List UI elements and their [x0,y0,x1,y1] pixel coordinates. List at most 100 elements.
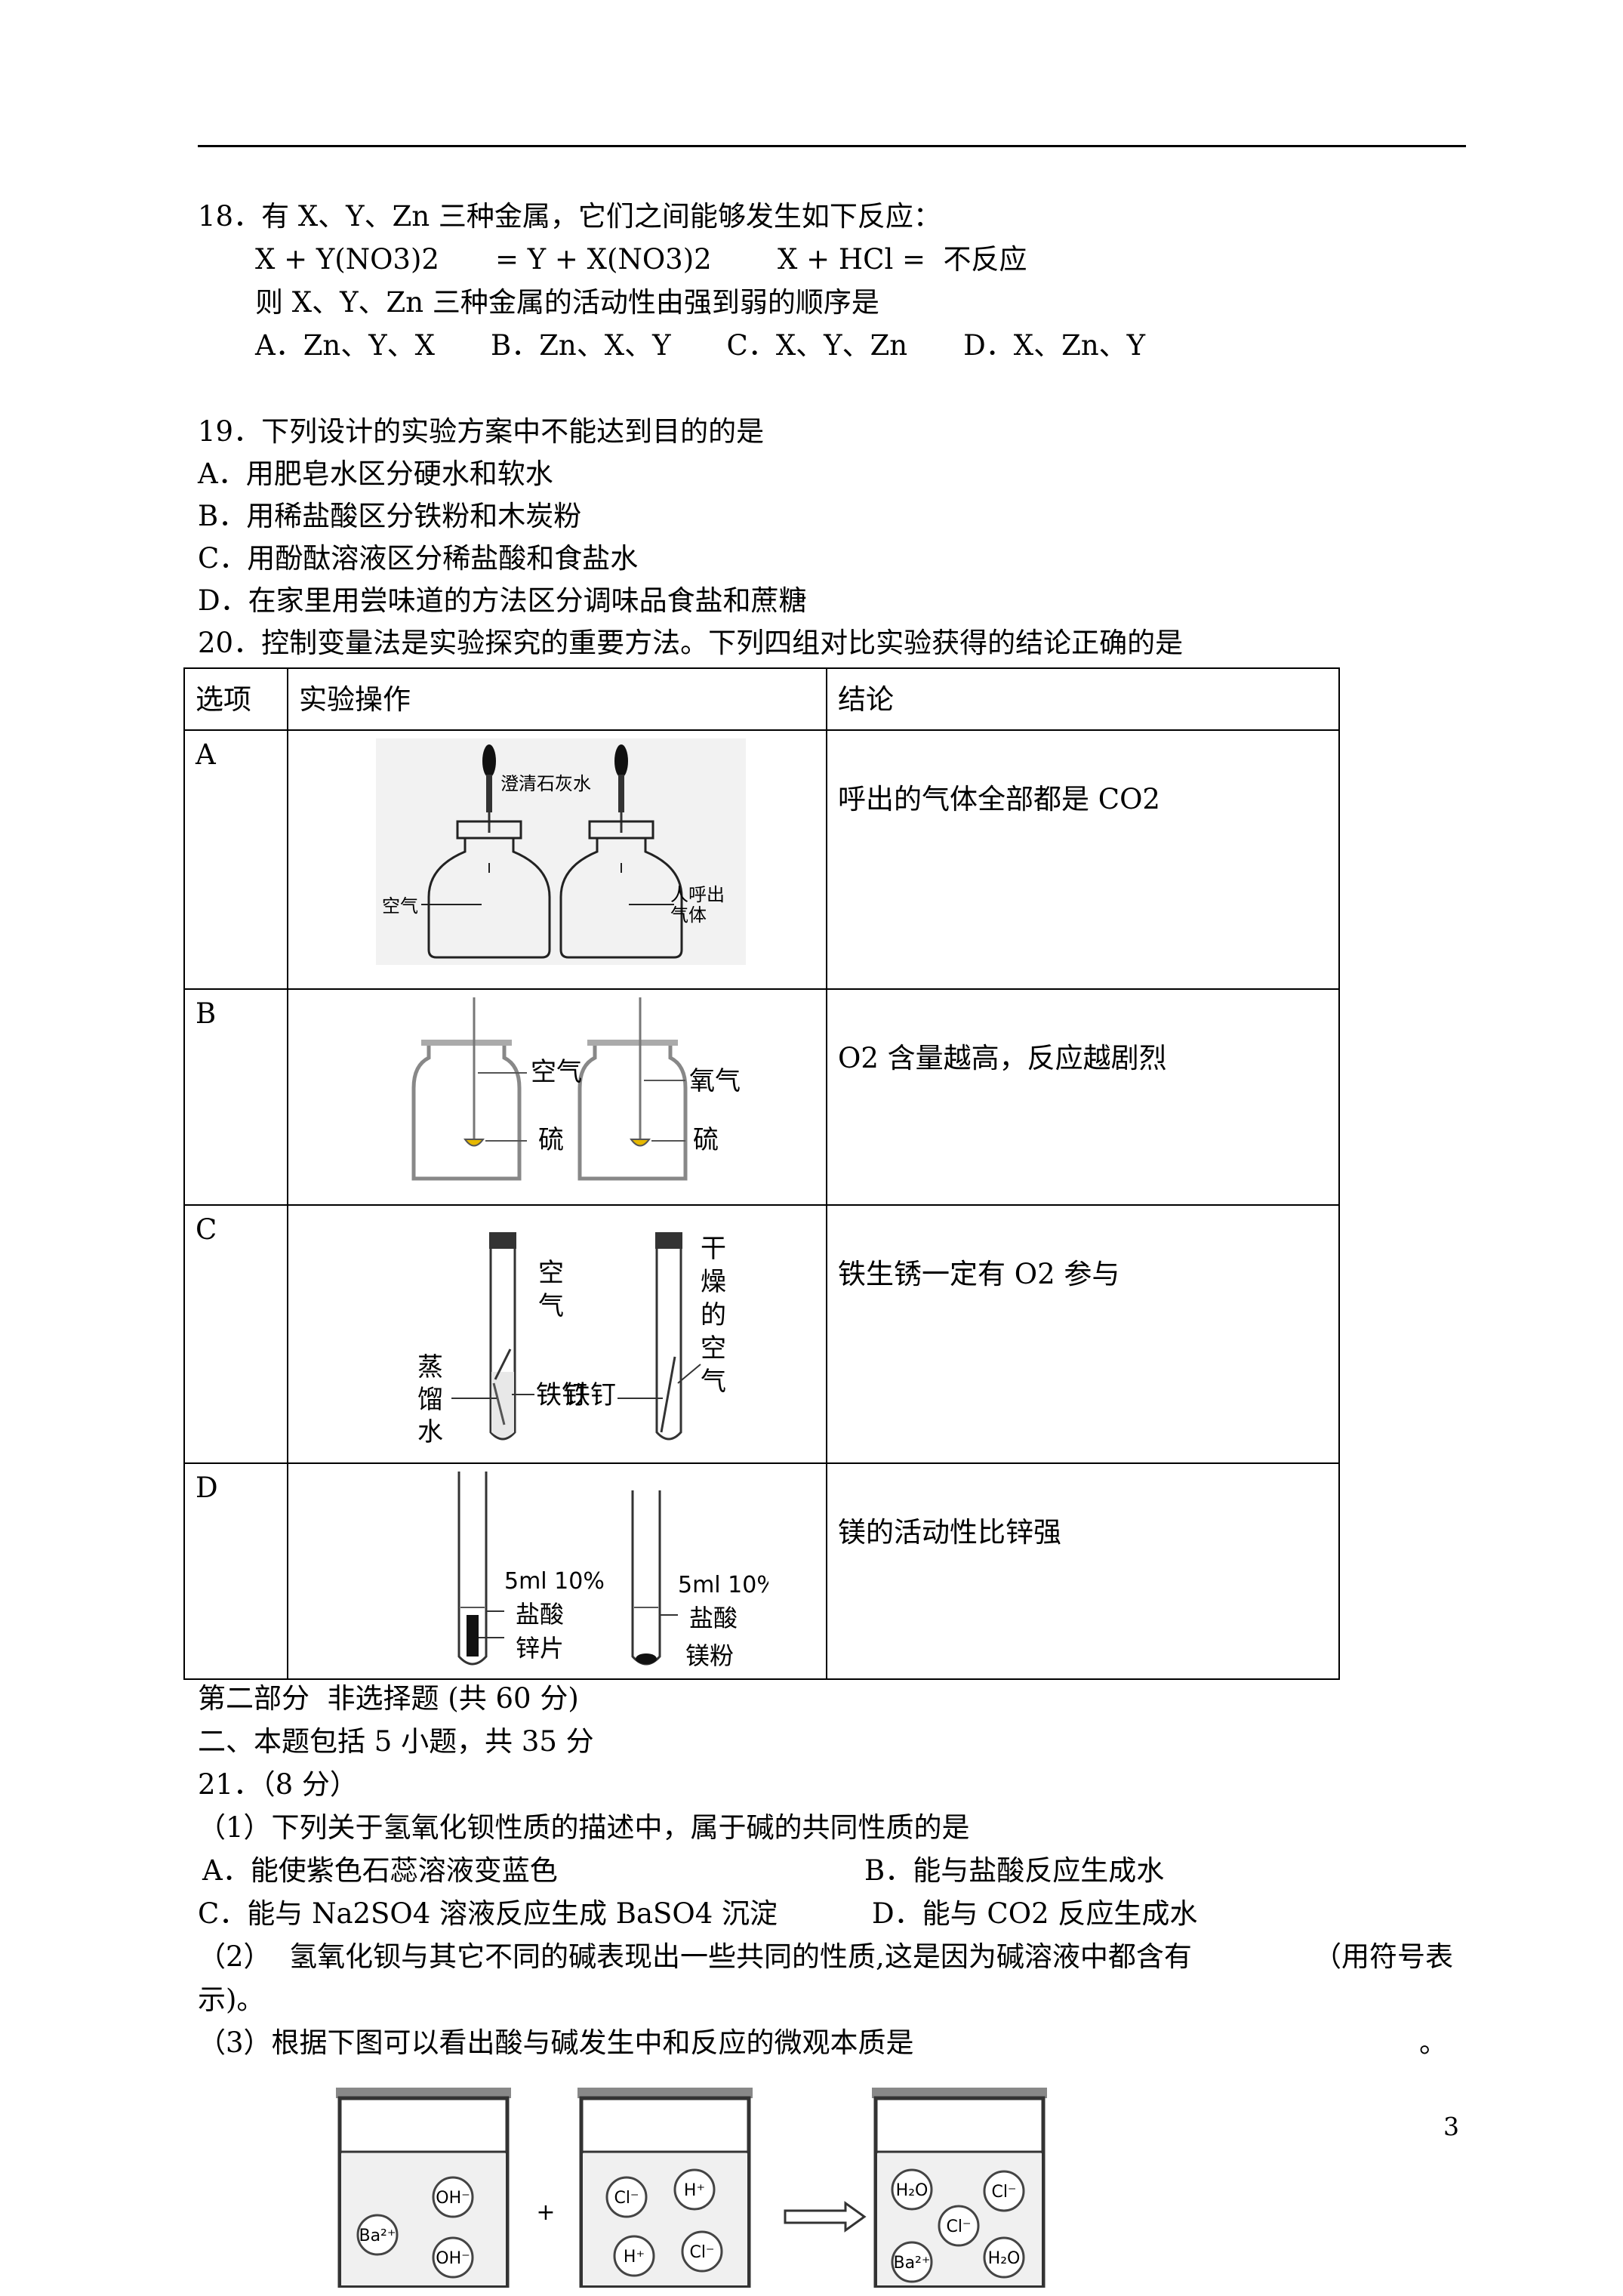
metal-acid-figure: 5ml 10% 盐酸 锌片 5ml 10% 盐酸 镁粉 [457,1472,768,1670]
label-dry-air: 干 燥 的 空 气 [701,1234,726,1397]
svg-text:馏: 馏 [417,1385,443,1415]
ion-oh-1: OH⁻ [436,2189,470,2208]
plus-sign: + [536,2199,555,2226]
table-header-row: 选项 实验操作 结论 [183,667,1340,731]
q21-p2-line1: （2） 氢氧化钡与其它不同的碱表现出一些共同的性质,这是因为碱溶液中都含有 [198,1940,1192,1973]
test-tube-right-icon [655,1232,682,1441]
header-operation: 实验操作 [299,683,411,716]
label-exhaled-1: 人呼出 [670,884,725,905]
beaker-product-icon: H₂O Cl⁻ Cl⁻ Ba²⁺ H₂O [872,2088,1047,2288]
q21-p3-end: 。 [1419,2026,1447,2059]
q21-p1-a: A．能使紫色石蕊溶液变蓝色 [202,1854,558,1887]
ion-oh-2: OH⁻ [436,2249,470,2268]
sulfur-combustion-figure: 空气 硫 氧气 硫 [411,997,741,1181]
bottle-left-icon [427,820,551,959]
part2-section: 二、本题包括 5 小题，共 35 分 [198,1725,594,1758]
label-acid-left: 盐酸 [516,1600,564,1629]
label-air-c-1: 空 [538,1258,564,1288]
header-option: 选项 [196,683,251,716]
molecule-h2o-2: H₂O [988,2249,1021,2268]
label-sulfur-right: 硫 [693,1125,719,1155]
label-air-c: 空 气 [538,1258,572,1321]
jar-left-icon [411,1040,522,1181]
q18-question: 则 X、Y、Zn 三种金属的活动性由强到弱的顺序是 [255,286,879,319]
svg-text:空: 空 [701,1333,726,1364]
label-acid-amount-left: 5ml 10% [504,1568,605,1595]
q18-reaction-1: X + Y(NO3)2 = Y + X(NO3)2 [255,243,712,276]
q21-p1-d: D．能与 CO2 反应生成水 [872,1897,1198,1930]
beaker-acid-icon: Cl⁻ H⁺ H⁺ Cl⁻ [577,2088,753,2288]
label-magnesium: 镁粉 [685,1641,734,1670]
label-lime-water: 澄清石灰水 [500,773,591,794]
label-exhaled-2: 气体 [670,905,707,926]
label-nail-left: 铁钉 [536,1380,587,1410]
q21-p2-tail: （用符号表 [1313,1940,1453,1973]
part2-title: 第二部分 非选择题 (共 60 分) [198,1682,579,1715]
label-air-b: 空气 [531,1057,582,1087]
label-air: 空气 [382,895,418,917]
row-a-conclusion: 呼出的气体全部都是 CO2 [838,783,1160,815]
row-b-option: B [196,997,217,1030]
ion-cl-1: Cl⁻ [614,2189,639,2208]
q18-reaction-2: X + HCl = 不反应 [778,243,1027,276]
row-c-option: C [196,1213,217,1246]
q18-options: A．Zn、Y、X B．Zn、X、Y C．X、Y、Zn D．X、Zn、Y [255,329,1146,362]
experiment-table: 选项 实验操作 结论 A 澄清石灰水 [183,667,1340,1680]
row-d-conclusion: 镁的活动性比锌强 [838,1516,1061,1549]
ion-ba-2: Ba²⁺ [893,2254,930,2273]
q18-stem: 18．有 X、Y、Zn 三种金属，它们之间能够发生如下反应： [198,200,941,233]
ion-cl-3: Cl⁻ [991,2183,1016,2202]
test-tube-left-icon [489,1232,516,1441]
page-number: 3 [1443,2112,1459,2141]
ion-h-1: H⁺ [684,2181,705,2200]
ion-h-2: H⁺ [624,2248,645,2267]
q21-p1: （1）下列关于氢氧化钡性质的描述中，属于碱的共同性质的是 [198,1811,970,1844]
label-zinc: 锌片 [516,1634,564,1663]
arrow-right-icon [784,2201,867,2233]
svg-text:干: 干 [701,1234,726,1264]
table-row-a: A 澄清石灰水 [183,729,1340,990]
svg-text:水: 水 [417,1417,443,1447]
label-acid-right: 盐酸 [689,1604,738,1632]
test-tube-zinc-icon [457,1472,488,1666]
q20-stem: 20．控制变量法是实验探究的重要方法。下列四组对比实验获得的结论正确的是 [198,627,1184,659]
label-distilled-water: 蒸 馏 水 [417,1352,443,1447]
q19-stem: 19．下列设计的实验方案中不能达到目的的是 [198,415,765,448]
q19-option-b: B．用稀盐酸区分铁粉和木炭粉 [198,500,582,532]
svg-text:的: 的 [701,1300,726,1330]
label-acid-amount-right: 5ml 10% [678,1572,768,1598]
q21-p1-b: B．能与盐酸反应生成水 [864,1854,1165,1887]
neutralization-figure: .ion{fill:#fff;stroke:#444;stroke-width:… [336,2088,1047,2288]
nail-right-text: 铁钉 [565,1380,616,1410]
ion-cl-2: Cl⁻ [689,2243,714,2262]
bottle-right-icon [559,820,683,959]
q21-p3: （3）根据下图可以看出酸与碱发生中和反应的微观本质是 [198,2026,914,2059]
row-d-option: D [196,1472,218,1504]
molecule-h2o-1: H₂O [896,2181,929,2200]
row-a-option: A [196,738,216,771]
ion-ba: Ba²⁺ [359,2227,396,2245]
q19-option-d: D．在家里用尝味道的方法区分调味品食盐和蔗糖 [198,584,807,617]
beaker-base-icon: Ba²⁺ OH⁻ OH⁻ [336,2088,511,2288]
label-sulfur-left: 硫 [538,1125,564,1155]
q21-p1-c: C．能与 Na2SO4 溶液反应生成 BaSO4 沉淀 [198,1897,778,1930]
q19-option-a: A．用肥皂水区分硬水和软水 [198,458,553,490]
q21-p2-line2: 示)。 [198,1983,265,2016]
jar-right-icon [577,1040,688,1181]
test-tube-magnesium-icon [631,1490,661,1666]
svg-text:气: 气 [701,1367,726,1397]
q21-stem: 21．（8 分） [198,1768,358,1801]
ion-cl-4: Cl⁻ [946,2217,971,2236]
svg-text:燥: 燥 [701,1267,726,1297]
row-b-conclusion: O2 含量越高，反应越剧烈 [838,1042,1167,1074]
iron-rust-figure: 空 气 蒸 馏 水 铁钉 [417,1232,726,1447]
svg-text:蒸: 蒸 [417,1352,443,1382]
lime-water-bottles-figure: 澄清石灰水 空气 人呼出 气体 [376,738,746,965]
row-c-conclusion: 铁生锈一定有 O2 参与 [838,1258,1120,1290]
header-rule [198,145,1466,147]
label-air-c-2: 气 [538,1291,564,1321]
label-oxygen: 氧气 [689,1066,741,1096]
table-row-d: D 5ml 10% 盐酸 锌片 5ml 10% [183,1462,1340,1680]
table-row-c: C 空 气 蒸 馏 水 [183,1204,1340,1464]
label-nail-right-visible: 铁钉 [565,1380,616,1410]
